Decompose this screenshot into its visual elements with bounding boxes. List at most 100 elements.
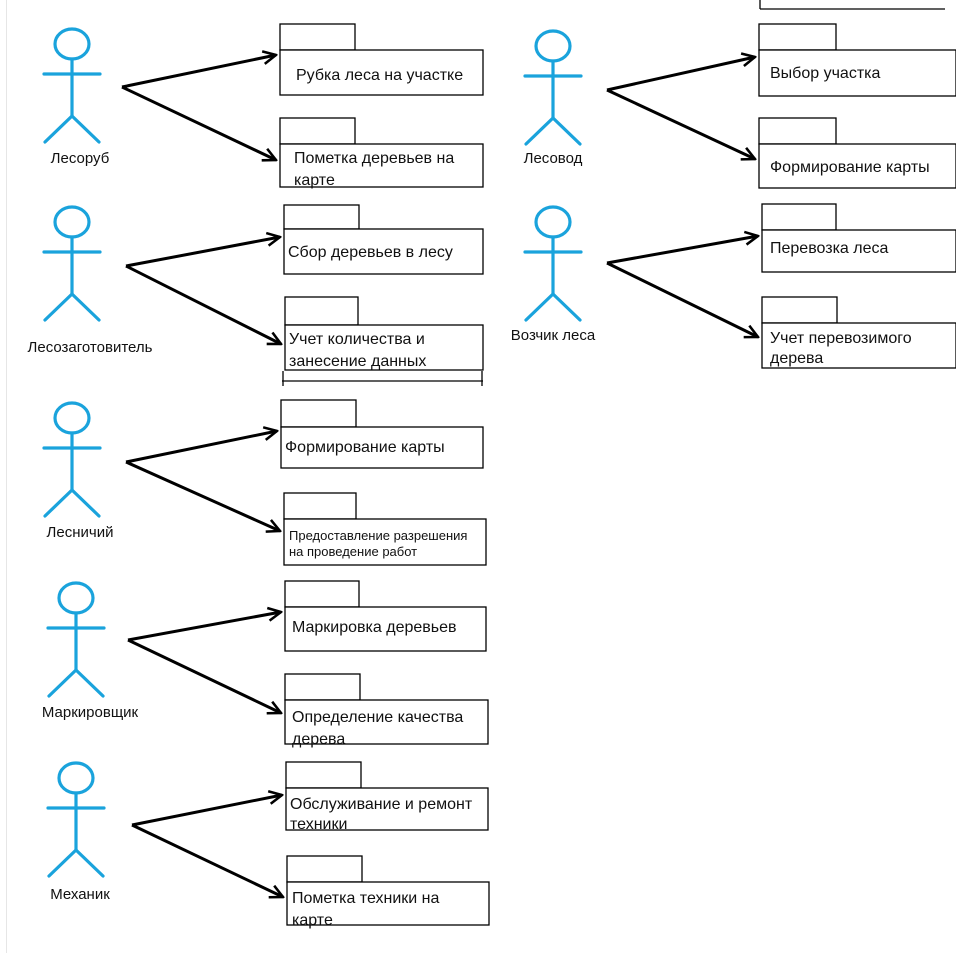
association-arrow xyxy=(125,431,277,464)
package-label-line: Пометка деревьев на xyxy=(294,150,454,167)
actor-leg-right xyxy=(70,114,101,144)
actor-leg-right xyxy=(70,488,101,518)
package-label-line: Формирование карты xyxy=(285,439,445,456)
package-label-line: Выбор участка xyxy=(770,65,880,82)
package-body xyxy=(758,49,956,97)
package-label-line: карте xyxy=(294,172,335,189)
package-tab xyxy=(279,23,356,51)
package-tab xyxy=(283,492,357,520)
actor-label: Лесозаготовитель xyxy=(28,339,153,356)
actor-a4: Маркировщик xyxy=(42,581,139,721)
actor-label: Лесовод xyxy=(524,150,583,167)
package-p14: Учет перевозимого дерева xyxy=(761,296,956,369)
package-p13: Перевозка леса xyxy=(761,203,956,273)
package-body xyxy=(280,426,484,469)
package-tab xyxy=(279,117,356,145)
association-arrow xyxy=(131,823,283,897)
actor-label: Лесничий xyxy=(47,524,114,541)
package-label-line: карте xyxy=(292,912,333,929)
actor-leg-left xyxy=(43,292,74,322)
association-arrow xyxy=(606,57,755,92)
package-tab xyxy=(286,855,363,883)
actor-a7: Возчик леса xyxy=(511,205,596,344)
association-arrow xyxy=(125,237,280,268)
actor-head-icon xyxy=(53,401,91,435)
package-p4: Учет количества и занесение данных xyxy=(284,296,484,371)
association-arrow xyxy=(606,261,758,337)
package-p1: Рубка леса на участке xyxy=(279,23,484,96)
package-tab xyxy=(761,296,838,324)
actor-leg-left xyxy=(47,668,78,698)
package-tab xyxy=(758,23,837,51)
association-arrow xyxy=(606,236,758,265)
package-body xyxy=(283,228,484,275)
association-arrow xyxy=(121,85,276,160)
actor-label: Возчик леса xyxy=(511,327,596,344)
package-body xyxy=(284,324,484,371)
actor-a2: Лесозаготовитель xyxy=(28,205,153,356)
package-body xyxy=(279,143,484,188)
package-tab xyxy=(761,203,837,231)
actor-head-icon xyxy=(57,761,95,795)
association-arrow xyxy=(131,795,282,827)
actor-leg-left xyxy=(524,292,555,322)
actor-a5: Механик xyxy=(46,761,110,903)
association-arrow xyxy=(606,88,755,159)
package-p2: Пометка деревьев на карте xyxy=(279,117,484,189)
package-label-line: Определение качества xyxy=(292,709,463,726)
package-label-line: Сбор деревьев в лесу xyxy=(288,244,453,261)
package-label-line: дерева xyxy=(292,731,345,748)
actor-head-icon xyxy=(534,29,572,63)
package-body xyxy=(761,229,956,273)
package-p11: Выбор участка xyxy=(758,23,956,97)
package-tab xyxy=(758,117,837,145)
actor-head-icon xyxy=(57,581,95,615)
package-label-line: занесение данных xyxy=(289,353,426,370)
actor-leg-left xyxy=(43,114,74,144)
actor-leg-right xyxy=(551,116,582,146)
package-p3: Сбор деревьев в лесу xyxy=(283,204,484,275)
actor-leg-right xyxy=(70,292,101,322)
package-body xyxy=(285,787,489,831)
package-tab xyxy=(285,761,362,789)
actor-leg-right xyxy=(74,848,105,878)
actor-a1: Лесоруб xyxy=(42,27,109,167)
actor-leg-right xyxy=(74,668,105,698)
package-p5: Формирование карты xyxy=(280,399,484,469)
package-label-line: дерева xyxy=(770,350,823,367)
association-arrow xyxy=(125,264,281,346)
actor-head-icon xyxy=(53,27,91,61)
package-p10: Пометка техники на карте xyxy=(286,855,490,929)
actor-label: Маркировщик xyxy=(42,704,139,721)
actor-head-icon xyxy=(53,205,91,239)
package-label-line: техники xyxy=(290,816,347,833)
package-label-line: Пометка техники на xyxy=(292,890,439,907)
package-label-line: Учет перевозимого xyxy=(770,330,912,347)
package-label-line: Предоставление разрешения xyxy=(289,528,467,543)
package-tab xyxy=(280,399,357,428)
actor-label: Механик xyxy=(50,886,110,903)
actor-leg-left xyxy=(43,488,74,518)
actor-leg-left xyxy=(524,116,555,146)
package-body xyxy=(284,606,487,652)
package-body xyxy=(758,143,956,189)
package-tab xyxy=(284,580,360,608)
actor-head-icon xyxy=(534,205,572,239)
association-arrow xyxy=(127,612,281,642)
package-label-line: Рубка леса на участке xyxy=(296,67,463,84)
package-label-line: на проведение работ xyxy=(289,544,417,559)
package-body xyxy=(286,881,490,926)
actor-a3: Лесничий xyxy=(42,401,114,541)
package-tab xyxy=(284,296,359,326)
package-p8: Определение качества дерева xyxy=(284,673,489,748)
package-label-line: Учет количества и xyxy=(289,331,425,348)
actor-leg-right xyxy=(551,292,582,322)
package-label-line: Маркировка деревьев xyxy=(292,619,457,636)
package-tab xyxy=(284,673,361,701)
package-label-line: Перевозка леса xyxy=(770,240,889,257)
package-body xyxy=(761,322,956,369)
association-arrow xyxy=(121,55,276,89)
